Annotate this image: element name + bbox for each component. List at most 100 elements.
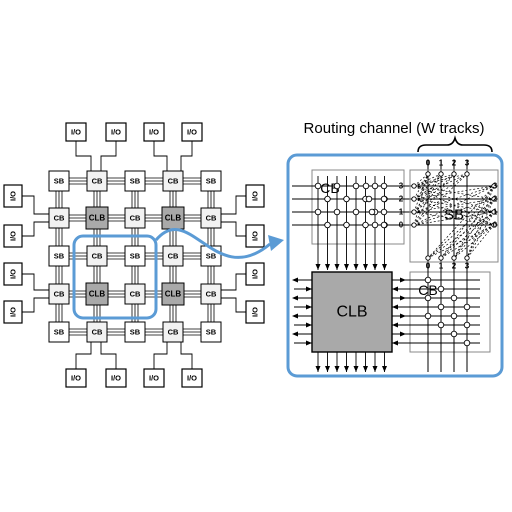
pin-arrow [344,264,349,270]
cb-label: CB [168,252,179,261]
zoom-clb-block [311,271,393,353]
cb-switch [314,208,322,216]
sb-wire [440,224,495,259]
track-number-left: 2 [399,195,404,204]
cb-switch [450,330,458,338]
sb-wire [413,173,468,226]
io-wire [221,273,246,291]
sb-pin [438,171,444,177]
cb-switch [463,303,471,311]
sb-wire [413,173,455,226]
cb-switch [380,195,388,203]
track-number-left: 3 [399,182,404,191]
io-wire [221,195,246,215]
sb-wire [413,185,495,200]
cb-switch [380,221,388,229]
track-number-top: 3 [465,159,470,168]
channel-brace [417,135,493,153]
cb-switch [450,294,458,302]
track-number-top: 0 [426,159,431,168]
sb-label: SB [206,252,217,261]
sb-pin [464,255,470,261]
cb-switch [352,208,360,216]
cb-switch [463,321,471,329]
cb-label: CB [168,177,179,186]
sb-wire [427,198,495,259]
sb-pin [438,255,444,261]
pin-arrow [292,295,298,301]
io-label: I/O [251,269,260,279]
cb-block [48,207,70,229]
cb-switch [424,276,432,284]
zoom-sb-label: SB [444,207,464,224]
sb-wire [413,173,468,187]
zoom-sb-block [409,169,499,263]
io-label: I/O [187,128,197,137]
sb-wire [440,198,495,259]
cb-switch [314,182,322,190]
sb-label: SB [54,252,65,261]
io-wire [100,141,117,171]
sb-pin [411,209,417,215]
sb-label: SB [130,252,141,261]
cb-label: CB [54,290,65,299]
sb-wire [413,173,442,226]
sb-label: SB [54,328,65,337]
sb-wire [427,211,495,259]
pin-arrow [315,264,321,270]
sb-label: SB [130,328,141,337]
cb-switch [437,321,445,329]
cb-label: CB [92,177,103,186]
pin-arrow [325,366,330,372]
zoom-arrow [154,227,271,259]
cb-label: CB [54,214,65,223]
sb-pin [425,171,431,177]
pin-arrow [372,366,378,372]
pin-arrow [372,264,378,270]
sb-block [124,321,146,343]
sb-pin [491,196,497,202]
sb-block [124,245,146,267]
track-number-top: 2 [452,159,457,168]
io-wire [221,297,246,313]
cb-block [162,245,184,267]
sb-wire [453,224,495,259]
cb-switch [324,195,331,203]
clb-block [85,282,109,306]
sb-wire [466,198,495,259]
io-label: I/O [9,307,18,317]
io-label: I/O [149,128,159,137]
cb-switch [343,195,350,203]
cb-switch [324,221,331,229]
pin-arrow [400,331,406,337]
clb-block [161,282,185,306]
sb-wire [413,173,429,213]
track-number-bottom: 3 [465,262,470,271]
pin-arrow [292,331,298,337]
io-wire [221,221,246,237]
sb-block [124,170,146,192]
sb-pin [411,196,417,202]
pin-arrow [306,322,312,328]
cb-switch [333,208,341,216]
sb-pin [491,222,497,228]
pin-arrow [392,286,398,292]
sb-wire [413,173,429,200]
sb-label: SB [206,328,217,337]
io-label: I/O [251,191,260,201]
io-wire [22,297,49,313]
pin-arrow [306,340,312,346]
cb-switch [365,195,373,203]
pin-arrow [392,304,398,310]
cb-switch [371,182,379,190]
cb-label: CB [206,214,217,223]
cb-switch [437,303,445,311]
pin-arrow [353,366,359,372]
io-wire [180,141,193,171]
sb-label: SB [130,177,141,186]
sb-block [48,170,70,192]
track-number-right: 1 [493,208,498,217]
